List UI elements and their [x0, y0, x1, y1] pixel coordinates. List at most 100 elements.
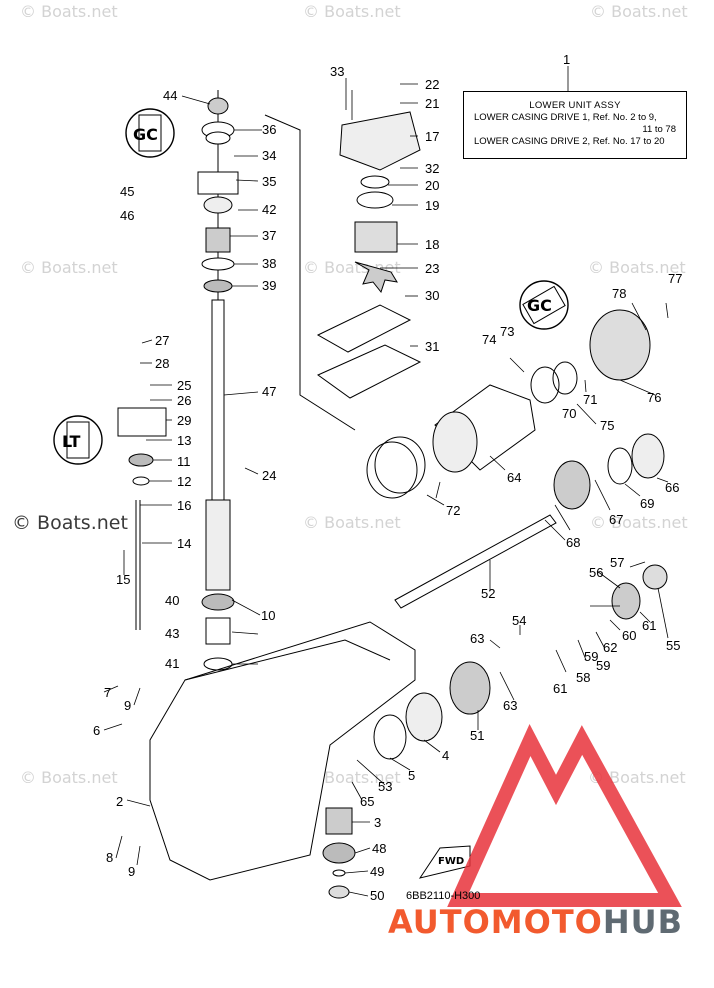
callout-42: 42 — [262, 202, 276, 217]
svg-text:LT: LT — [62, 432, 81, 451]
callout-38: 38 — [262, 256, 276, 271]
callout-33: 33 — [330, 64, 344, 79]
legend-line: 11 to 78 — [642, 124, 676, 135]
callout-1: 1 — [563, 52, 570, 67]
callout-53: 53 — [378, 779, 392, 794]
callout-54: 54 — [512, 613, 526, 628]
callout-70: 70 — [562, 406, 576, 421]
callout-56: 56 — [589, 565, 603, 580]
callout-3: 3 — [374, 815, 381, 830]
callout-73: 73 — [500, 324, 514, 339]
watermark: © Boats.net — [590, 513, 688, 532]
callout-67: 67 — [609, 512, 623, 527]
callout-24: 24 — [262, 468, 276, 483]
lubricant-marker-icon: GC — [519, 280, 569, 330]
callout-20: 20 — [425, 178, 439, 193]
callout-41: 41 — [165, 656, 179, 671]
callout-61: 61 — [553, 681, 567, 696]
callout-74: 74 — [482, 332, 496, 347]
callout-57: 57 — [610, 555, 624, 570]
callout-16: 16 — [177, 498, 191, 513]
brand-part: HUB — [602, 903, 684, 941]
callout-22: 22 — [425, 77, 439, 92]
lubricant-marker-icon: LT — [53, 415, 103, 465]
callout-51: 51 — [470, 728, 484, 743]
callout-69: 69 — [640, 496, 654, 511]
callout-64: 64 — [507, 470, 521, 485]
svg-text:GC: GC — [527, 296, 552, 315]
callout-75: 75 — [600, 418, 614, 433]
callout-50: 50 — [370, 888, 384, 903]
callout-29: 29 — [177, 413, 191, 428]
callout-36: 36 — [262, 122, 276, 137]
callout-48: 48 — [372, 841, 386, 856]
callout-66: 66 — [665, 480, 679, 495]
callout-12: 12 — [177, 474, 191, 489]
callout-43: 43 — [165, 626, 179, 641]
legend-title: LOWER UNIT ASSY — [529, 100, 621, 111]
watermark: © Boats.net — [590, 2, 688, 21]
callout-52: 52 — [481, 586, 495, 601]
callout-47: 47 — [262, 384, 276, 399]
callout-21: 21 — [425, 96, 439, 111]
watermark-main: © Boats.net — [12, 512, 128, 534]
callout-4: 4 — [442, 748, 449, 763]
callout-32: 32 — [425, 161, 439, 176]
brand-part: AUTOMOTO — [388, 903, 603, 941]
callout-17: 17 — [425, 129, 439, 144]
callout-76: 76 — [647, 390, 661, 405]
callout-58: 58 — [576, 670, 590, 685]
watermark: © Boats.net — [303, 2, 401, 21]
callout-13: 13 — [177, 433, 191, 448]
callout-11: 11 — [177, 454, 191, 469]
callout-62: 62 — [603, 640, 617, 655]
callout-55: 55 — [666, 638, 680, 653]
callout-6: 6 — [93, 723, 100, 738]
callout-8: 8 — [106, 850, 113, 865]
callout-34: 34 — [262, 148, 276, 163]
callout-19: 19 — [425, 198, 439, 213]
svg-text:GC: GC — [133, 125, 158, 144]
callout-44: 44 — [163, 88, 177, 103]
callout-7: 7 — [104, 685, 111, 700]
callout-46: 46 — [120, 208, 134, 223]
callout-35: 35 — [262, 174, 276, 189]
callout-63: 63 — [470, 631, 484, 646]
callout-71: 71 — [583, 392, 597, 407]
callout-78: 78 — [612, 286, 626, 301]
callout-26: 26 — [177, 393, 191, 408]
callout-39: 39 — [262, 278, 276, 293]
brand-logo-icon — [447, 723, 682, 907]
callout-65: 65 — [360, 794, 374, 809]
callout-37: 37 — [262, 228, 276, 243]
callout-31: 31 — [425, 339, 439, 354]
watermark: © Boats.net — [303, 513, 401, 532]
callout-15: 15 — [116, 572, 130, 587]
diagram-code: 6BB2110-H300 — [406, 890, 481, 902]
callout-60: 60 — [622, 628, 636, 643]
callout-59b: 59 — [584, 649, 598, 664]
legend-line: LOWER CASING DRIVE 1, Ref. No. 2 to 9, — [474, 112, 657, 123]
callout-72: 72 — [446, 503, 460, 518]
callout-2: 2 — [116, 794, 123, 809]
callout-30: 30 — [425, 288, 439, 303]
callout-63b: 63 — [503, 698, 517, 713]
callout-25: 25 — [177, 378, 191, 393]
callout-59: 59 — [596, 658, 610, 673]
svg-text:FWD: FWD — [438, 856, 464, 867]
watermark: © Boats.net — [20, 258, 118, 277]
watermark: © Boats.net — [588, 258, 686, 277]
callout-10: 10 — [261, 608, 275, 623]
forward-arrow-icon: FWD — [418, 845, 471, 879]
callout-45: 45 — [120, 184, 134, 199]
callout-23: 23 — [425, 261, 439, 276]
legend-line: LOWER CASING DRIVE 2, Ref. No. 17 to 20 — [474, 136, 665, 147]
callout-9b: 9 — [128, 864, 135, 879]
callout-61b: 61 — [642, 618, 656, 633]
callout-9: 9 — [124, 698, 131, 713]
callout-68: 68 — [566, 535, 580, 550]
callout-14: 14 — [177, 536, 191, 551]
watermark: © Boats.net — [303, 768, 401, 787]
